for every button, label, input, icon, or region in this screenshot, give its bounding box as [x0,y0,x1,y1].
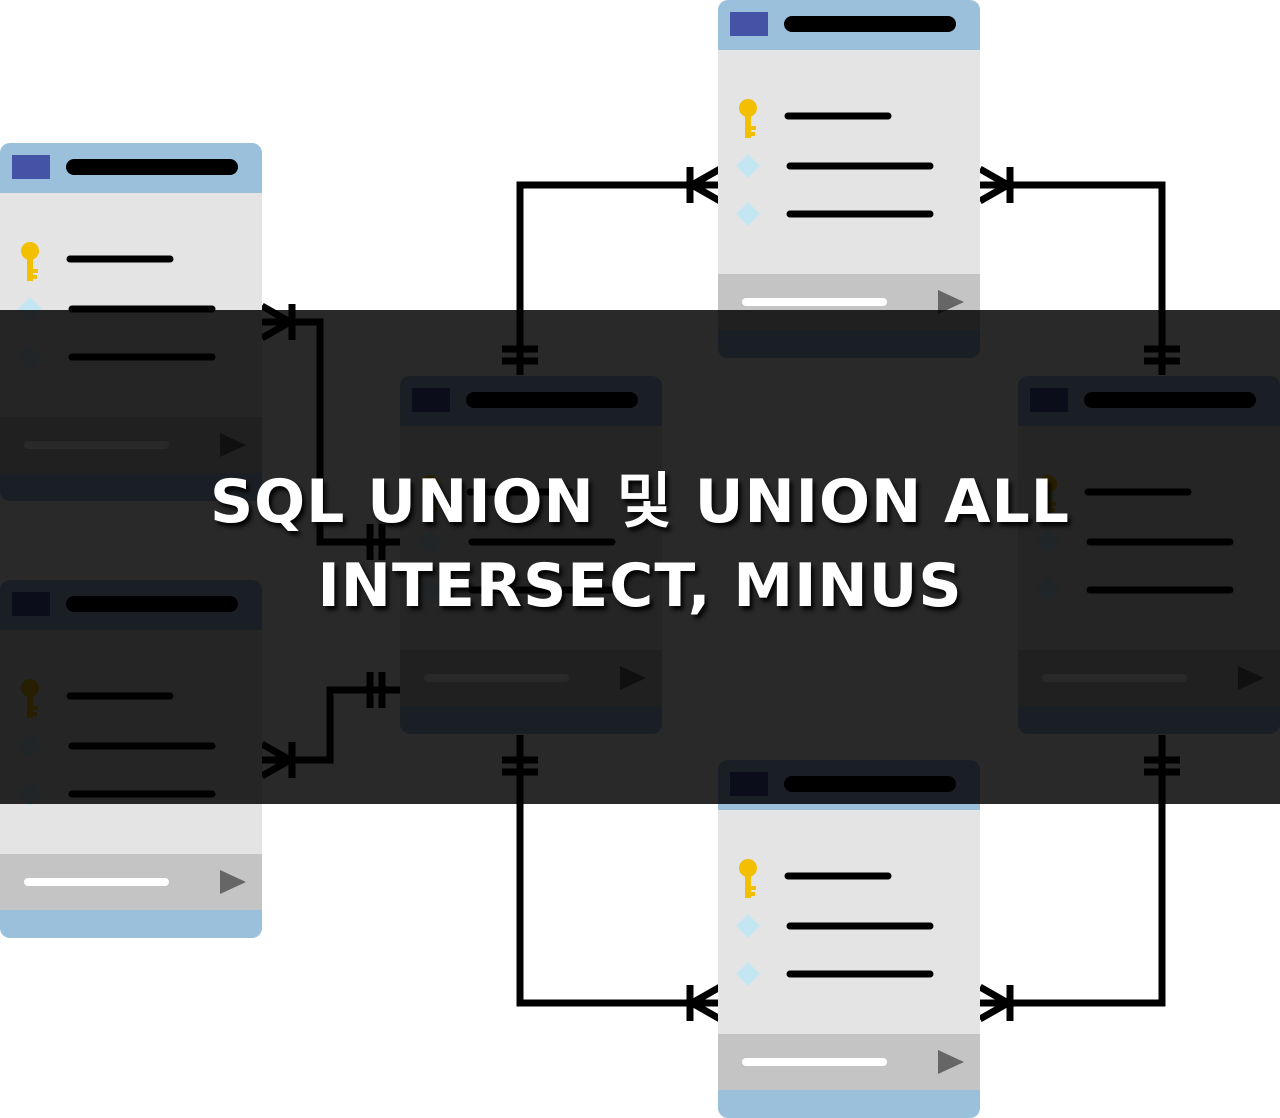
key-icon [739,99,757,138]
table-top [718,0,980,358]
table-body [718,50,980,274]
play-triangle-icon [938,290,964,314]
key-icon [21,242,39,281]
key-tooth [32,275,37,279]
diamond-icon [736,154,760,178]
key-tooth [750,886,756,890]
page-title: SQL UNION 및 UNION ALL INTERSECT, MINUS [0,460,1280,628]
connector-line [516,735,720,1007]
key-icon [739,859,757,898]
key-tooth [750,892,755,896]
key-head [739,859,757,877]
diamond-icon [736,962,760,986]
key-shaft [27,257,33,281]
title-line-1: SQL UNION 및 UNION ALL [209,467,1071,537]
table-header-icon [12,155,50,179]
table-header-icon [730,12,768,36]
diamond-icon [736,202,760,226]
connector-line [980,735,1166,1007]
play-triangle-icon [220,870,246,894]
diamond-icon [736,914,760,938]
table-bottom [718,760,980,1118]
play-triangle-icon [938,1050,964,1074]
key-shaft [745,874,751,898]
key-tooth [32,269,38,273]
key-tooth [750,126,756,130]
key-head [739,99,757,117]
key-shaft [745,114,751,138]
title-line-2: INTERSECT, MINUS [317,551,963,621]
key-head [21,242,39,260]
title-banner [0,310,1280,804]
table-body [718,810,980,1034]
key-tooth [750,132,755,136]
